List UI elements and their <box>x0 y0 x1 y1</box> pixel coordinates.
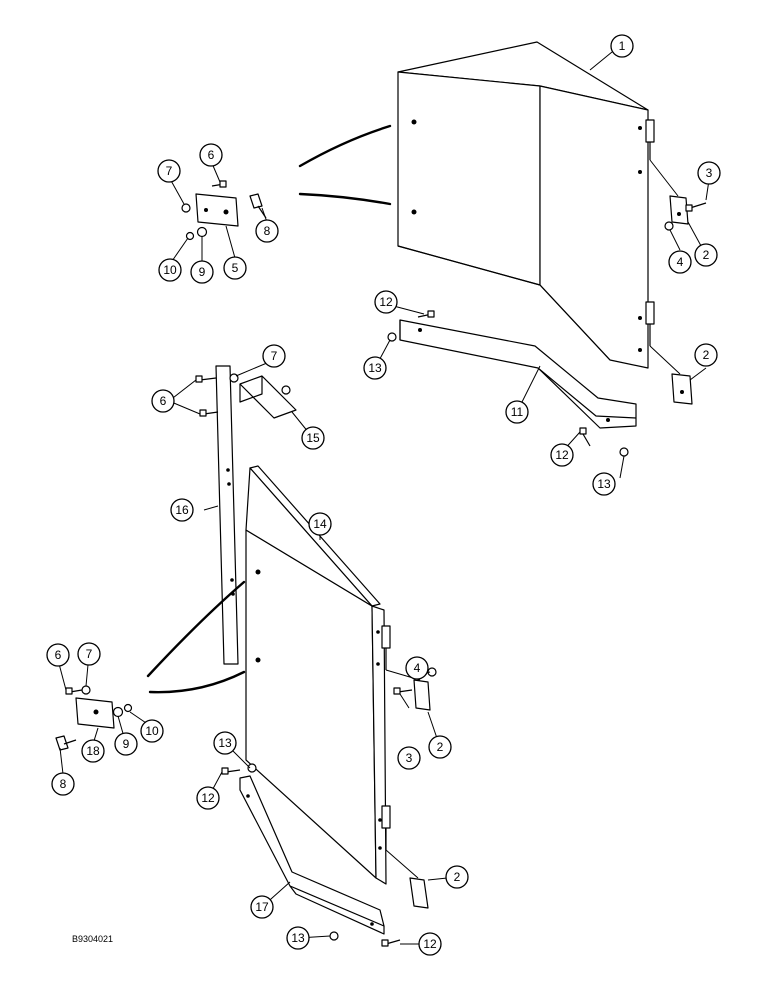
svg-text:6: 6 <box>55 648 62 662</box>
callout-14: 14 <box>308 512 332 536</box>
svg-text:18: 18 <box>86 744 100 758</box>
callout-8: 8 <box>255 219 279 243</box>
svg-text:17: 17 <box>255 900 269 914</box>
shield-upper <box>397 41 707 405</box>
explosion-lines-upper <box>298 124 392 206</box>
callout-16: 16 <box>170 498 194 522</box>
callout-6: 6 <box>199 143 223 167</box>
svg-text:13: 13 <box>218 736 232 750</box>
svg-text:9: 9 <box>123 737 130 751</box>
svg-text:1: 1 <box>619 39 626 53</box>
svg-text:2: 2 <box>703 348 710 362</box>
callout-12: 12 <box>550 443 574 467</box>
callout-6: 6 <box>46 643 70 667</box>
callout-8: 8 <box>51 772 75 796</box>
svg-text:3: 3 <box>706 166 713 180</box>
callout-4: 4 <box>405 656 429 680</box>
svg-text:15: 15 <box>306 431 320 445</box>
svg-text:13: 13 <box>368 361 382 375</box>
svg-text:12: 12 <box>201 791 215 805</box>
svg-text:13: 13 <box>291 931 305 945</box>
callout-13: 13 <box>213 731 237 755</box>
callout-6: 6 <box>151 389 175 413</box>
callout-7: 7 <box>77 642 101 666</box>
callout-2: 2 <box>694 343 718 367</box>
callout-11: 11 <box>505 400 529 424</box>
callout-12: 12 <box>418 932 442 956</box>
callout-12: 12 <box>196 786 220 810</box>
svg-text:2: 2 <box>454 870 461 884</box>
bracket-17 <box>221 763 401 947</box>
svg-text:10: 10 <box>163 263 177 277</box>
callout-1: 1 <box>610 34 634 58</box>
svg-text:2: 2 <box>437 740 444 754</box>
callout-2: 2 <box>694 243 718 267</box>
svg-text:16: 16 <box>175 503 189 517</box>
callout-7: 7 <box>262 344 286 368</box>
callout-13: 13 <box>592 472 616 496</box>
svg-text:6: 6 <box>160 394 167 408</box>
svg-text:4: 4 <box>414 661 421 675</box>
bracket-15 <box>239 375 297 419</box>
callout-10: 10 <box>158 258 182 282</box>
svg-text:7: 7 <box>166 164 173 178</box>
latch-plate-18 <box>55 685 133 751</box>
callout-5: 5 <box>223 256 247 280</box>
callout-13: 13 <box>363 356 387 380</box>
shield-lower <box>245 465 437 909</box>
callout-10: 10 <box>140 719 164 743</box>
svg-text:4: 4 <box>677 255 684 269</box>
explosion-lines-lower <box>146 580 246 694</box>
callout-18: 18 <box>81 739 105 763</box>
callout-3: 3 <box>697 161 721 185</box>
latch-plate-5 <box>181 180 267 241</box>
callout-9: 9 <box>114 732 138 756</box>
svg-text:8: 8 <box>60 777 67 791</box>
callout-9: 9 <box>190 260 214 284</box>
bracket-11 <box>387 310 637 457</box>
bar-16 <box>195 365 239 665</box>
svg-text:6: 6 <box>208 148 215 162</box>
svg-text:12: 12 <box>379 295 393 309</box>
svg-text:9: 9 <box>199 265 206 279</box>
svg-text:3: 3 <box>406 751 413 765</box>
svg-text:11: 11 <box>511 405 524 419</box>
svg-text:7: 7 <box>271 349 278 363</box>
figure-code: B9304021 <box>72 934 114 944</box>
svg-text:8: 8 <box>264 224 271 238</box>
svg-text:14: 14 <box>313 517 327 531</box>
svg-text:10: 10 <box>145 724 159 738</box>
svg-text:7: 7 <box>86 647 93 661</box>
callout-3: 3 <box>397 746 421 770</box>
callout-12: 12 <box>374 290 398 314</box>
svg-text:2: 2 <box>703 248 710 262</box>
svg-text:12: 12 <box>555 448 569 462</box>
svg-text:5: 5 <box>232 261 239 275</box>
callout-17: 17 <box>250 895 274 919</box>
callout-4: 4 <box>668 250 692 274</box>
callout-2: 2 <box>428 735 452 759</box>
callout-13: 13 <box>286 926 310 950</box>
svg-text:12: 12 <box>423 937 437 951</box>
callout-15: 15 <box>301 426 325 450</box>
svg-text:13: 13 <box>597 477 611 491</box>
callout-7: 7 <box>157 159 181 183</box>
callout-2: 2 <box>445 865 469 889</box>
